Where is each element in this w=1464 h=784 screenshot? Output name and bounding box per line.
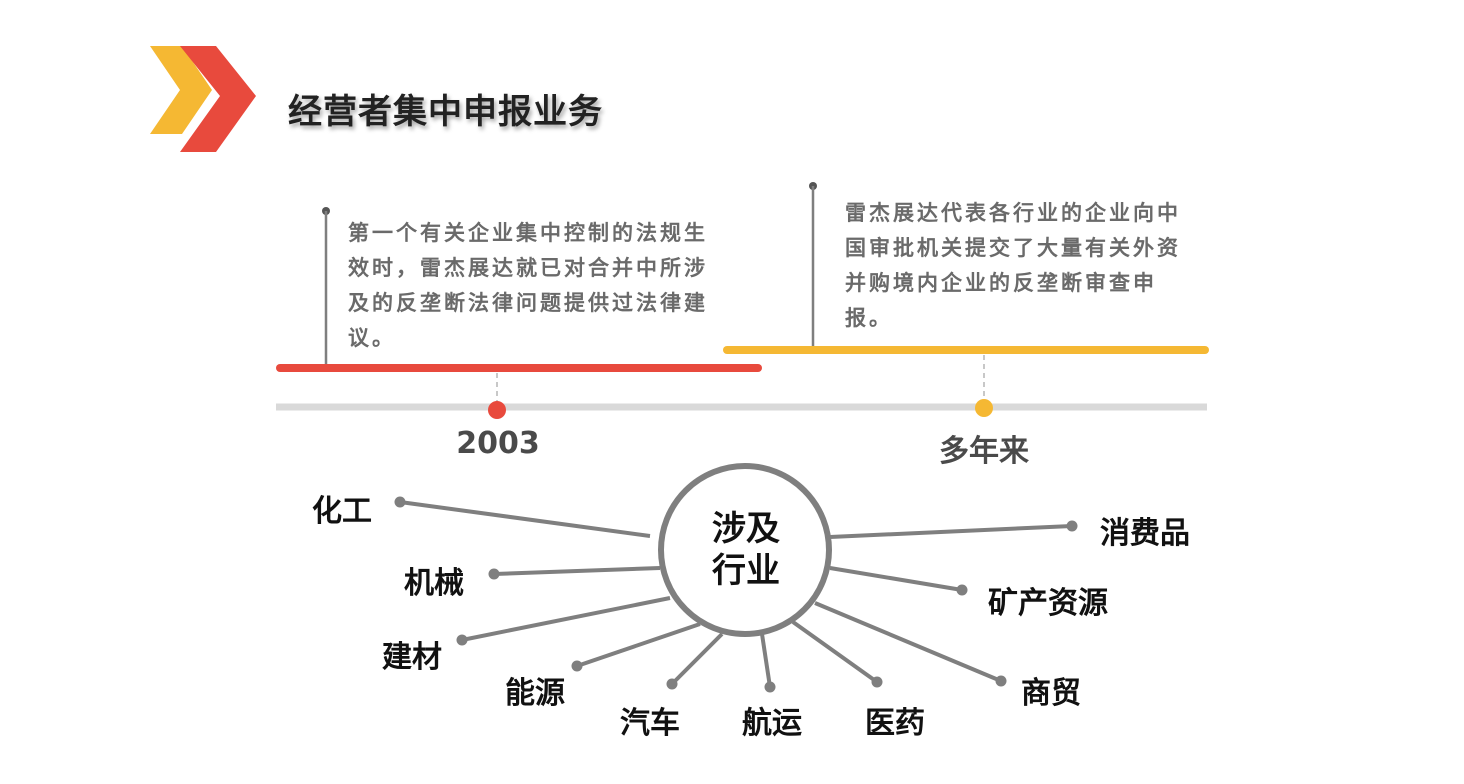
industry-spoke [829, 524, 1073, 539]
hub-circle [658, 463, 832, 637]
industry-spoke-dot [956, 584, 968, 596]
industry-spoke [760, 633, 772, 688]
industry-spoke-dot [456, 634, 468, 646]
industry-spoke-dot [394, 496, 406, 508]
industry-spoke-dot [1066, 520, 1078, 532]
timeline-note-2003: 第一个有关企业集中控制的法规生效时，雷杰展达就已对合并中所涉及的反垄断法律问题提… [348, 221, 708, 350]
industry-spoke-dot [995, 675, 1007, 687]
industry-spoke-dot [571, 660, 583, 672]
industry-label: 矿产资源 [988, 586, 1108, 621]
industry-label: 机械 [404, 566, 464, 601]
industry-label: 医药 [865, 706, 925, 741]
page-title: 经营者集中申报业务 [288, 92, 603, 132]
industry-spoke-dot [871, 676, 883, 688]
industry-spokes [394, 496, 1078, 693]
industry-spoke [576, 622, 701, 668]
industry-label: 建材 [382, 640, 442, 675]
timeline-marker-2003 [488, 401, 506, 419]
hub-label-line2: 行业 [712, 551, 780, 591]
industry-spoke [814, 601, 1002, 683]
timeline-year-recent: 多年来 [939, 434, 1029, 469]
industry-spoke [493, 566, 661, 576]
chevron-yellow [150, 46, 212, 134]
chevron-arrow-icon [150, 46, 256, 152]
timeline-note-recent: 雷杰展达代表各行业的企业向中国审批机关提交了大量有关外资并购境内企业的反垄断审查… [845, 201, 1181, 330]
industry-spoke [399, 500, 651, 538]
industry-spoke [829, 566, 963, 592]
industry-label: 航运 [742, 706, 802, 741]
industry-spoke [791, 620, 879, 684]
industry-label: 商贸 [1021, 676, 1081, 711]
industry-label: 能源 [505, 676, 565, 711]
chevron-red [180, 46, 256, 152]
industry-spoke-dot [764, 681, 776, 693]
hub-label: 涉及 行业 [684, 508, 808, 592]
industry-spoke [461, 596, 671, 642]
industry-spoke-dot [666, 678, 678, 690]
industry-spoke-dot [488, 568, 500, 580]
industry-spoke [670, 632, 724, 686]
industry-label: 汽车 [620, 706, 680, 741]
industry-label: 消费品 [1100, 516, 1190, 551]
timeline-year-2003: 2003 [456, 426, 540, 461]
timeline-marker-recent [975, 399, 993, 417]
hub-label-line1: 涉及 [712, 509, 780, 549]
industry-label: 化工 [312, 494, 372, 529]
